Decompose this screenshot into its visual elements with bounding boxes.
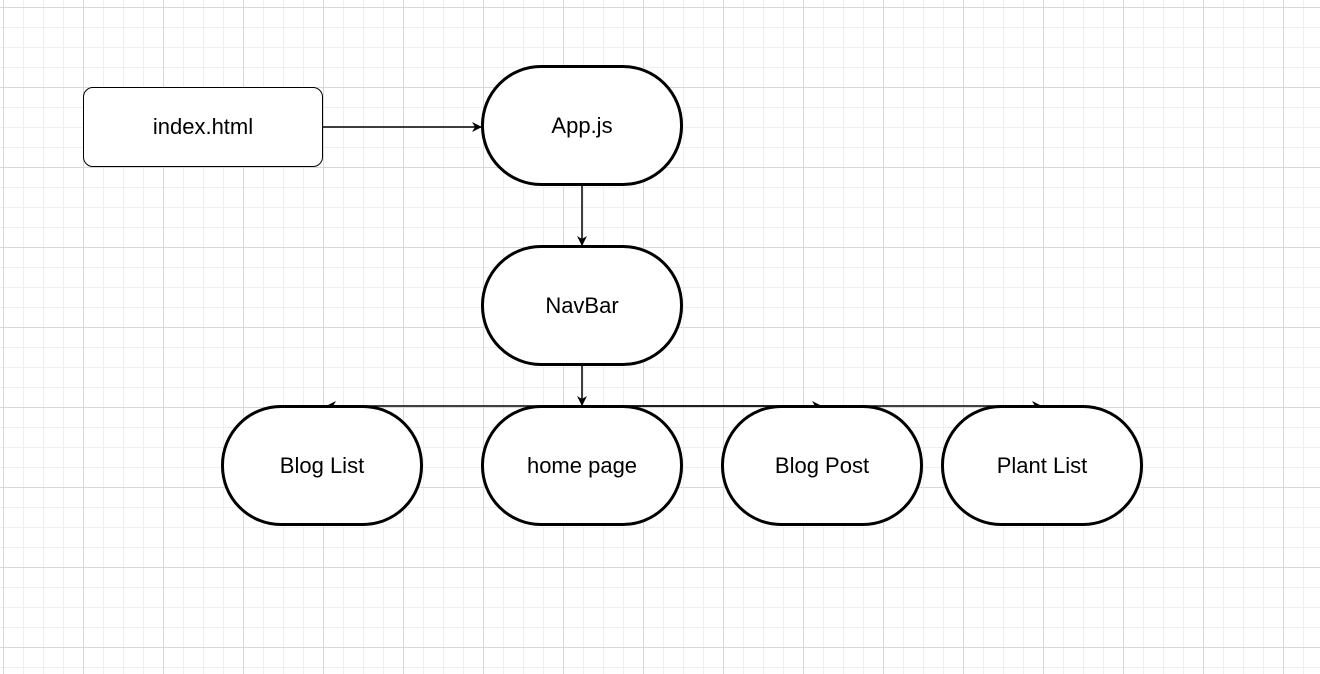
node-label: NavBar bbox=[545, 292, 619, 318]
node-plant-list[interactable]: Plant List bbox=[941, 405, 1143, 526]
node-label: Blog List bbox=[279, 452, 365, 478]
node-label: home page bbox=[526, 452, 638, 478]
node-label: Plant List bbox=[996, 452, 1088, 478]
node-label: App.js bbox=[551, 112, 613, 138]
node-label: index.html bbox=[152, 114, 254, 139]
node-blog-list[interactable]: Blog List bbox=[221, 405, 423, 526]
node-home-page[interactable]: home page bbox=[481, 405, 683, 526]
node-app-js[interactable]: App.js bbox=[481, 65, 683, 186]
node-label: Blog Post bbox=[774, 452, 870, 478]
node-blog-post[interactable]: Blog Post bbox=[721, 405, 923, 526]
node-index-html[interactable]: index.html bbox=[83, 87, 323, 167]
node-navbar[interactable]: NavBar bbox=[481, 245, 683, 366]
